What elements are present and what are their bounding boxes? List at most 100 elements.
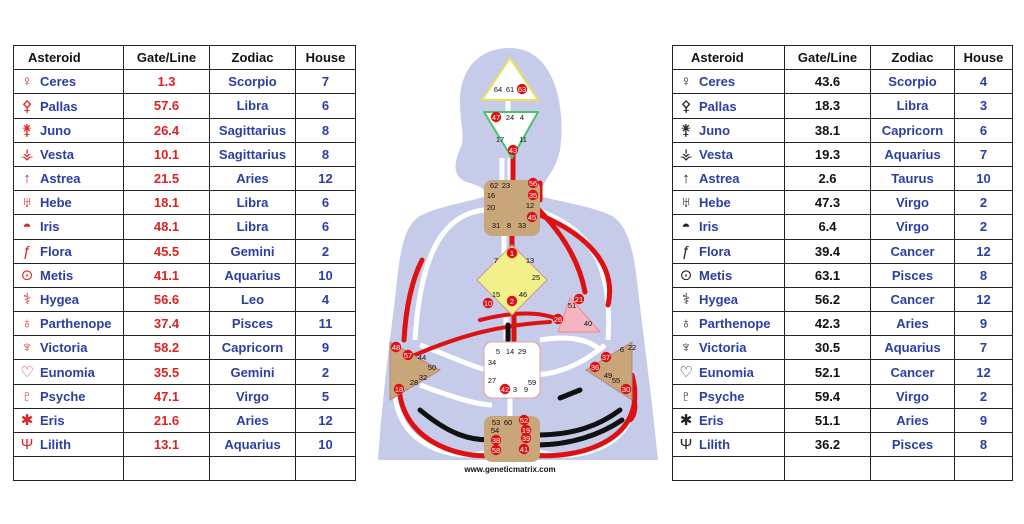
asteroid-name: Flora — [699, 243, 731, 259]
gate-41-marker — [518, 443, 530, 455]
zodiac-cell: Aquarius — [870, 335, 955, 361]
gate-39-marker — [520, 432, 532, 444]
gate-line-cell: 21.5 — [123, 165, 210, 192]
zodiac-cell: Cancer — [870, 359, 955, 385]
col-house-header: House — [295, 44, 356, 71]
zodiac-cell: Libra — [209, 214, 296, 240]
house-cell: 12 — [295, 407, 356, 434]
house-cell: 2 — [954, 383, 1013, 409]
asteroid-name: Juno — [40, 123, 72, 139]
eunomia-icon: ♡ — [20, 364, 34, 382]
psyche-icon: ♇ — [680, 387, 692, 405]
ceres-icon: ♀ — [680, 73, 692, 91]
flora-icon: ƒ — [681, 242, 691, 260]
zodiac-cell: Aries — [209, 165, 296, 192]
gate-line-cell: 19.3 — [784, 141, 871, 167]
asteroid-name: Eunomia — [699, 365, 754, 381]
zodiac-cell: Virgo — [209, 383, 296, 409]
asteroid-name: Pallas — [40, 98, 78, 114]
lilith-icon: Ψ — [679, 436, 693, 454]
gate-7-label: 7 — [494, 256, 498, 265]
gate-line-cell: 48.1 — [123, 214, 210, 240]
gate-line-cell: 57.6 — [123, 93, 210, 119]
asteroid-name: Lilith — [40, 437, 72, 453]
gate-57-marker — [402, 349, 414, 361]
astrea-icon: ↑ — [23, 170, 31, 188]
asteroid-name-cell: ⚶Vesta — [672, 141, 785, 167]
zodiac-cell: Libra — [209, 190, 296, 216]
gate-23-label: 23 — [502, 181, 510, 190]
asteroid-name-cell: ◓Iris — [672, 214, 785, 240]
gate-27-label: 27 — [488, 376, 496, 385]
gate-17-label: 17 — [496, 135, 504, 144]
gate-10-marker — [482, 297, 494, 309]
gate-52-marker — [518, 414, 530, 426]
vesta-icon: ⚶ — [679, 146, 693, 164]
iris-icon: ◓ — [22, 218, 32, 236]
g-center — [476, 244, 548, 316]
ajna-center — [483, 111, 539, 159]
gate-18-marker — [393, 383, 405, 395]
col-gate-line-header: Gate/Line — [784, 44, 871, 71]
metis-icon: ⊙ — [679, 267, 693, 285]
pallas-icon: ⚴ — [680, 97, 692, 115]
house-cell: 9 — [954, 311, 1013, 337]
asteroid-name-cell: ♇ Psyche — [672, 383, 785, 409]
gate-53-label: 53 — [492, 418, 500, 427]
asteroid-name: Astrea — [40, 171, 81, 187]
gate-line-cell: 47.3 — [784, 190, 871, 216]
asteroid-name: Ceres — [40, 74, 77, 90]
zodiac-cell: Aquarius — [209, 262, 296, 288]
juno-icon: ⚵ — [21, 122, 33, 140]
asteroid-name: Psyche — [699, 388, 745, 404]
asteroid-name: Eunomia — [40, 365, 95, 381]
gate-8-label: 8 — [507, 221, 511, 230]
zodiac-cell: Pisces — [870, 431, 955, 458]
asteroid-name: Iris — [699, 219, 719, 235]
gate-1-marker — [506, 247, 518, 259]
asteroid-name: Astrea — [699, 171, 740, 187]
zodiac-cell: Capricorn — [209, 335, 296, 361]
zodiac-cell: Gemini — [209, 359, 296, 385]
gate-line-cell: 26.4 — [123, 117, 210, 143]
gate-58-marker — [490, 444, 502, 456]
gate-line-cell: 2.6 — [784, 165, 871, 192]
asteroid-name-cell: ♀Ceres — [13, 69, 124, 95]
gate-32-label: 32 — [419, 373, 427, 382]
gate-line-cell: 37.4 — [123, 311, 210, 337]
table-empty-row — [13, 456, 356, 482]
eris-icon: ✱ — [679, 412, 693, 430]
asteroid-name: Ceres — [699, 74, 736, 90]
house-cell: 6 — [295, 190, 356, 216]
gate-14-label: 14 — [506, 347, 514, 356]
gate-57-label: 57 — [404, 351, 412, 360]
asteroid-name-cell: ♅Hebe — [672, 190, 785, 216]
house-cell: 8 — [295, 141, 356, 167]
house-cell: 2 — [295, 238, 356, 264]
gate-41-label: 41 — [520, 445, 528, 454]
gate-30-label: 30 — [622, 385, 630, 394]
asteroid-name-cell: ♁Parthenope — [672, 311, 785, 337]
gate-46-label: 46 — [519, 290, 527, 299]
juno-icon: ⚵ — [680, 122, 692, 140]
asteroid-name: Hebe — [699, 195, 731, 211]
gate-line-cell: 43.6 — [784, 69, 871, 95]
eunomia-icon: ♡ — [679, 364, 693, 382]
gate-45-label: 45 — [528, 213, 536, 222]
asteroid-name: Vesta — [40, 147, 74, 163]
